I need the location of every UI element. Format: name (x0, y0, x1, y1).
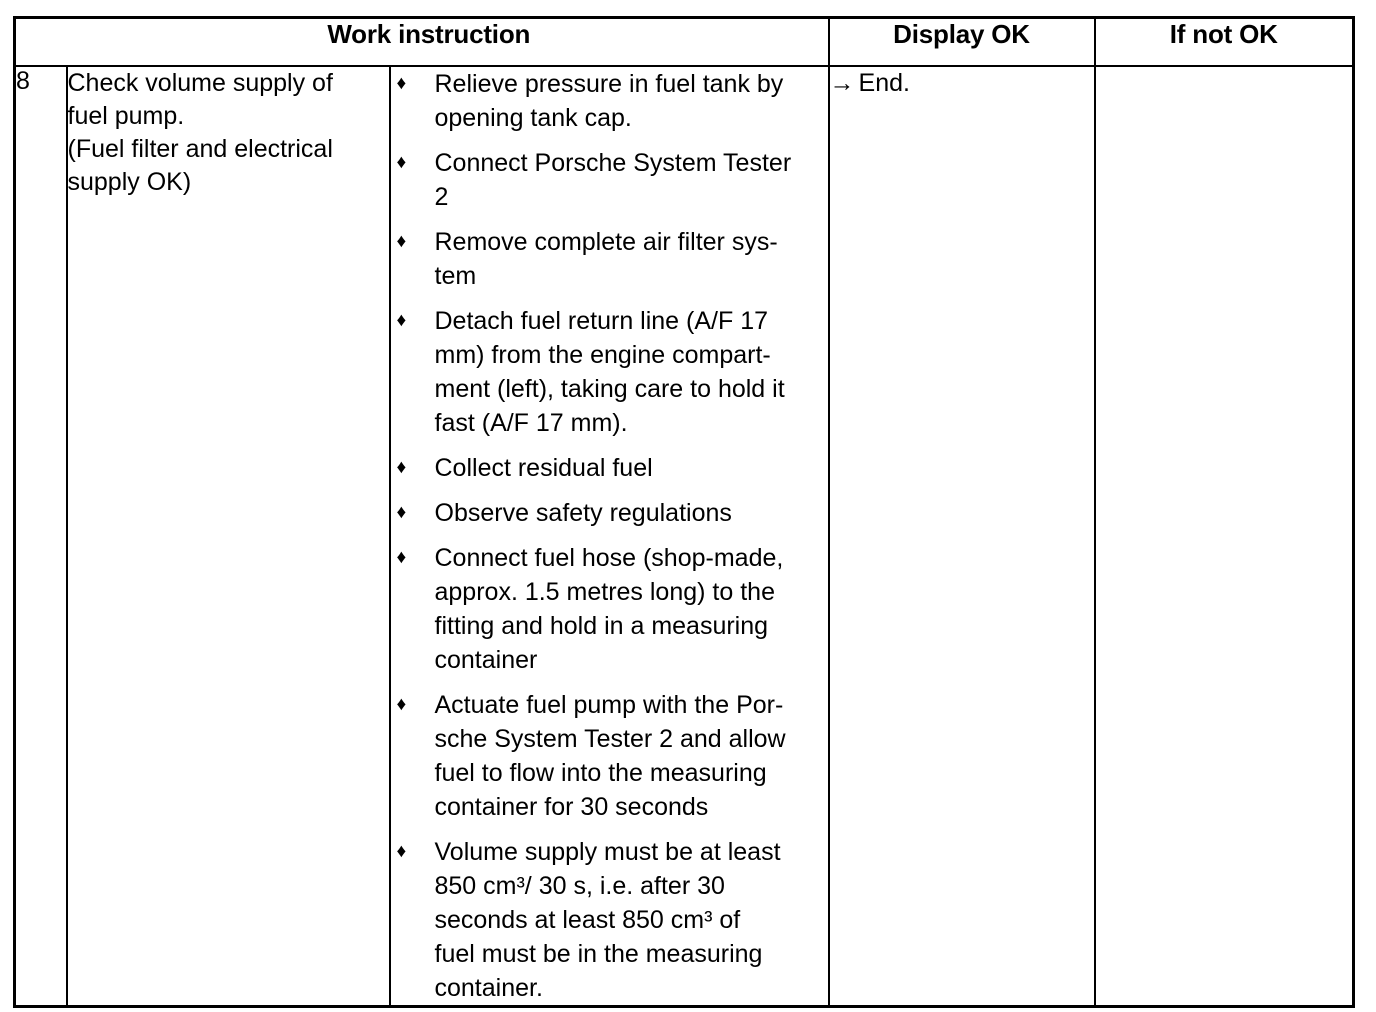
text-line: Actuate fuel pump with the Por- (434, 691, 784, 719)
header-display-ok: Display OK (827, 16, 1096, 67)
table-row: 8 Check volume supply of fuel pump. (Fue… (13, 65, 1356, 1008)
text-line: 2 (434, 183, 449, 211)
display-ok-value: End. (858, 69, 910, 97)
work-steps-cell: ♦ Relieve pressure in fuel tank by openi… (388, 65, 830, 1008)
list-item-text: Remove complete air filter sys- tem (435, 225, 828, 293)
text-line: sche System Tester 2 and allow (434, 725, 786, 753)
task-line: supply OK) (67, 168, 192, 196)
diamond-bullet-icon: ♦ (396, 310, 407, 331)
diamond-bullet-icon: ♦ (396, 694, 407, 715)
text-line: fitting and hold in a measuring (434, 612, 769, 640)
list-item: ♦ Actuate fuel pump with the Por- sche S… (391, 688, 828, 824)
task-line: fuel pump. (67, 102, 185, 130)
diamond-bullet-icon: ♦ (396, 152, 407, 173)
text-line: fuel must be in the measuring (434, 940, 763, 968)
diamond-bullet-icon: ♦ (396, 457, 407, 478)
list-item-text: Relieve pressure in fuel tank by opening… (435, 67, 828, 135)
list-item-text: Collect residual fuel (435, 451, 828, 485)
text-line: Observe safety regulations (434, 499, 732, 527)
list-item: ♦ Connect Porsche System Tester 2 (391, 146, 828, 214)
text-line: fuel to flow into the measuring (434, 759, 767, 787)
list-item: ♦ Collect residual fuel (391, 451, 828, 485)
text-line: container (434, 646, 538, 674)
text-line: Connect Porsche System Tester (434, 149, 792, 177)
diamond-bullet-icon: ♦ (396, 73, 407, 94)
text-line: tem (434, 262, 477, 290)
text-line: fast (A/F 17 mm). (434, 409, 628, 437)
task-line: Check volume supply of (67, 69, 333, 97)
list-item-text: Connect Porsche System Tester 2 (435, 146, 828, 214)
diamond-bullet-icon: ♦ (396, 502, 407, 523)
list-item-text: Connect fuel hose (shop-made, approx. 1.… (435, 541, 828, 677)
text-line: opening tank cap. (434, 104, 632, 132)
text-line: 850 cm³/ 30 s, i.e. after 30 (434, 872, 725, 900)
step-number: 8 (13, 65, 68, 1008)
list-item-text: Volume supply must be at least 850 cm³/ … (435, 835, 828, 1005)
list-item-text: Actuate fuel pump with the Por- sche Sys… (435, 688, 828, 824)
text-line: Relieve pressure in fuel tank by (434, 70, 784, 98)
list-item-text: Observe safety regulations (435, 496, 828, 530)
list-item: ♦ Observe safety regulations (391, 496, 828, 530)
diamond-bullet-icon: ♦ (396, 841, 407, 862)
list-item: ♦ Connect fuel hose (shop-made, approx. … (391, 541, 828, 677)
list-item-text: Detach fuel return line (A/F 17 mm) from… (435, 304, 828, 440)
text-line: Remove complete air filter sys- (434, 228, 778, 256)
text-line: Connect fuel hose (shop-made, (434, 544, 784, 572)
if-not-ok-cell (1093, 65, 1356, 1008)
list-item: ♦ Volume supply must be at least 850 cm³… (391, 835, 828, 1005)
work-instruction-table: Work instruction Display OK If not OK 8 … (12, 16, 1356, 1008)
text-line: mm) from the engine compart- (434, 341, 771, 369)
table-header-row: Work instruction Display OK If not OK (12, 16, 1356, 67)
arrow-right-icon: → (829, 69, 855, 97)
text-line: ment (left), taking care to hold it (434, 375, 785, 403)
display-ok-cell: →End. (827, 65, 1096, 1008)
list-item: ♦ Detach fuel return line (A/F 17 mm) fr… (391, 304, 828, 440)
diamond-bullet-icon: ♦ (396, 547, 407, 568)
text-line: approx. 1.5 metres long) to the (434, 578, 775, 606)
text-line: Collect residual fuel (434, 454, 653, 482)
work-steps-list: ♦ Relieve pressure in fuel tank by openi… (391, 67, 828, 1005)
diamond-bullet-icon: ♦ (396, 231, 407, 252)
task-description: Check volume supply of fuel pump. (Fuel … (65, 65, 391, 1008)
list-item: ♦ Remove complete air filter sys- tem (391, 225, 828, 293)
text-line: Volume supply must be at least (434, 838, 781, 866)
list-item: ♦ Relieve pressure in fuel tank by openi… (391, 67, 828, 135)
text-line: seconds at least 850 cm³ of (434, 906, 741, 934)
task-line: (Fuel filter and electrical (67, 135, 333, 163)
header-if-not-ok: If not OK (1093, 16, 1356, 67)
header-work-instruction: Work instruction (12, 16, 830, 67)
text-line: Detach fuel return line (A/F 17 (434, 307, 769, 335)
text-line: container for 30 seconds (434, 793, 709, 821)
text-line: container. (434, 974, 543, 1002)
